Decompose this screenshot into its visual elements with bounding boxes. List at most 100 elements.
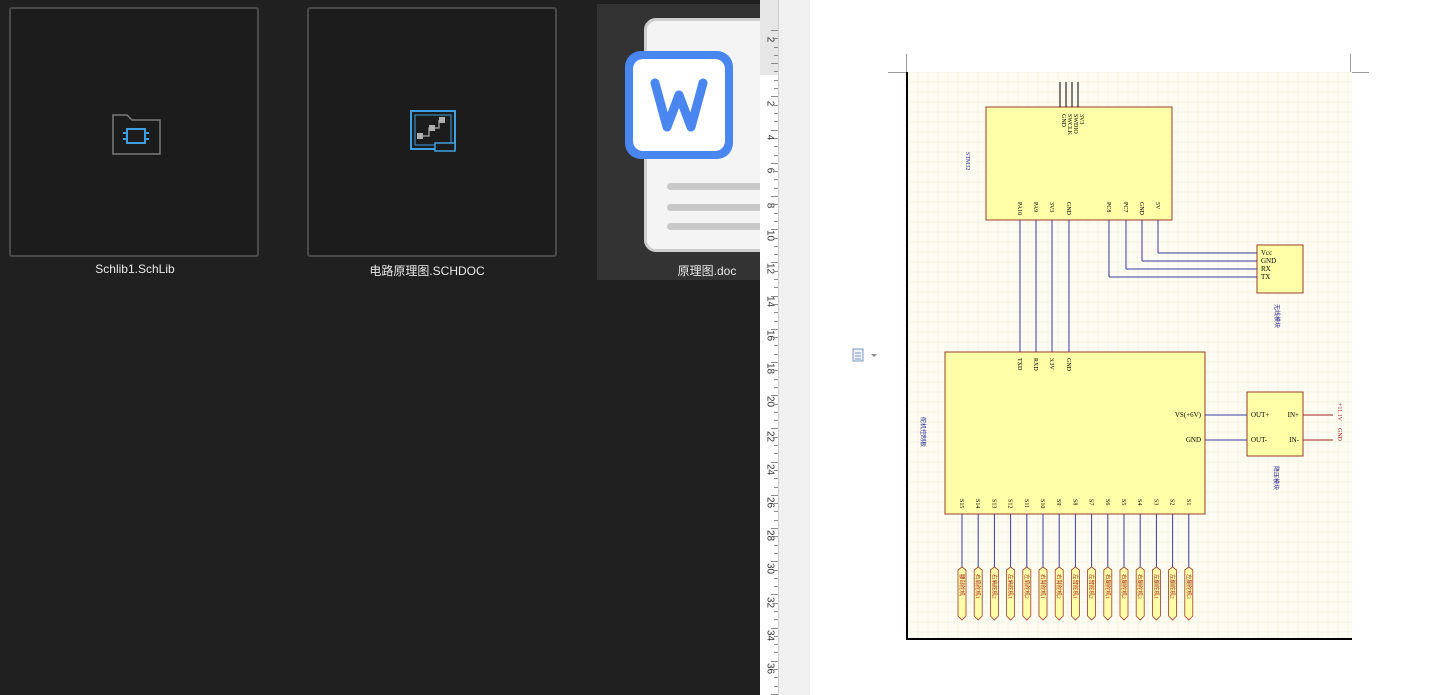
ruler-tick: [774, 379, 778, 380]
ruler-tick: [774, 536, 778, 537]
ruler-tick: [774, 570, 778, 571]
ruler-tick: [774, 146, 778, 147]
servo-port-label: 右肩舵机1: [974, 574, 982, 599]
wireless-module-block: [1256, 244, 1304, 294]
ruler-tick: [774, 138, 778, 139]
ruler-tick: [771, 628, 778, 629]
servo-driver-top-pin-label: RXD: [1032, 358, 1038, 371]
ruler-tick: [771, 594, 778, 595]
ruler-tick: [774, 586, 778, 587]
ruler-tick: [774, 155, 778, 156]
stm32-bottom-pin-label: GND: [1065, 202, 1071, 216]
wps-writer-icon: [625, 51, 733, 159]
ruler-tick: [771, 30, 778, 31]
ruler-tick: [774, 188, 778, 189]
file-explorer: Schlib1.SchLib 电路原理图.SCHDOC 原理图.doc: [9, 4, 790, 280]
servo-driver-top-pin-label: 3.3V: [1048, 358, 1054, 371]
stm32-bottom-pin-label: PC8: [1105, 202, 1111, 212]
wireless-pin-label: RX: [1261, 265, 1271, 273]
ruler-tick: [774, 437, 778, 438]
file-tile-schlib[interactable]: [9, 7, 259, 257]
servo-driver-bottom-pin-label: S11: [1023, 499, 1029, 508]
wireless-pin-label: GND: [1261, 257, 1276, 265]
servo-port-label: 右腿舵机3: [1136, 574, 1144, 599]
servo-driver-name-label: 舵机控制板: [919, 417, 927, 447]
ruler-tick: [774, 113, 778, 114]
ruler-tick: [774, 279, 778, 280]
ruler-tick: [774, 487, 778, 488]
ruler-tick: [774, 354, 778, 355]
ruler-tick: [774, 553, 778, 554]
servo-driver-bottom-pin-label: S2: [1169, 499, 1175, 505]
ruler-tick: [774, 179, 778, 180]
ruler-tick: [771, 495, 778, 496]
ruler-tick: [774, 420, 778, 421]
ruler-tick: [771, 96, 778, 97]
paragraph-options-icon[interactable]: [852, 348, 882, 362]
ruler-tick: [774, 669, 778, 670]
step-down-left-pin-label: OUT+: [1251, 411, 1269, 419]
schdoc-icon: [410, 110, 456, 152]
schlib-folder-icon: [112, 114, 161, 155]
servo-port-label: 右臂舵机1: [1039, 574, 1047, 599]
stm32-name-label: STM32: [964, 152, 970, 170]
servo-port: [1038, 566, 1048, 621]
crop-mark: [1350, 54, 1369, 73]
ruler-tick: [774, 478, 778, 479]
servo-port-label: 左臂舵机1: [1071, 574, 1079, 599]
stm32-bottom-pin-label: PA10: [1016, 202, 1022, 215]
servo-driver-bottom-pin-label: S12: [1007, 499, 1013, 508]
ruler-tick: [774, 47, 778, 48]
file-label-doc: 原理图.doc: [677, 264, 737, 278]
servo-port: [1135, 566, 1145, 621]
stm32-bottom-pin-label: PA9: [1032, 202, 1038, 212]
stm32-bottom-pin-label: 5V: [1154, 202, 1160, 210]
ruler-tick: [771, 296, 778, 297]
servo-driver-bottom-pin-label: S5: [1120, 499, 1126, 505]
ruler-number: 2: [764, 100, 776, 107]
servo-port-label: 左腿舵机3: [1185, 574, 1193, 599]
ruler-tick: [774, 254, 778, 255]
ruler-tick: [774, 312, 778, 313]
ruler-tick: [774, 204, 778, 205]
ruler-tick: [771, 428, 778, 429]
ruler-tick: [771, 528, 778, 529]
ruler-tick: [774, 545, 778, 546]
ruler-tick: [771, 229, 778, 230]
ruler-tick: [774, 511, 778, 512]
ruler-tick: [774, 88, 778, 89]
stm32-top-pin-label: GND: [1060, 114, 1066, 128]
ruler-tick: [774, 246, 778, 247]
servo-driver-bottom-pin-label: S13: [990, 499, 996, 508]
servo-port-label: 右腿舵机2: [1120, 574, 1128, 599]
servo-driver-bottom-pin-label: S9: [1055, 499, 1061, 505]
servo-driver-bottom-pin-label: S15: [958, 499, 964, 508]
servo-driver-bottom-pin-label: S7: [1088, 499, 1094, 505]
ruler-tick: [774, 445, 778, 446]
servo-port-label: 右肩舵机2: [990, 574, 998, 599]
ruler-tick: [774, 412, 778, 413]
servo-port-label: 腰部舵机: [958, 574, 966, 597]
servo-port-label: 右臂舵机2: [1055, 574, 1063, 599]
servo-port: [1168, 566, 1177, 621]
ruler-tick: [774, 105, 778, 106]
servo-port-label: 左腿舵机2: [1169, 574, 1177, 599]
ruler-tick: [771, 395, 778, 396]
servo-port-label: 左臂舵机2: [1088, 574, 1096, 599]
crop-mark: [888, 54, 907, 73]
ruler-tick: [774, 80, 778, 81]
ruler-tick: [774, 404, 778, 405]
servo-driver-bottom-pin-label: S8: [1071, 499, 1077, 505]
wireless-pin-label: TX: [1261, 273, 1270, 281]
servo-port: [1054, 566, 1064, 621]
servo-port-label: 右腿舵机1: [1104, 574, 1112, 599]
step-down-right-pin-label: IN-: [1289, 436, 1299, 444]
ruler-tick: [774, 71, 778, 72]
file-tile-doc[interactable]: 原理图.doc: [597, 4, 790, 280]
servo-driver-bottom-pin-label: S4: [1136, 499, 1142, 505]
file-tile-schdoc[interactable]: [307, 7, 557, 257]
ruler-tick: [774, 345, 778, 346]
